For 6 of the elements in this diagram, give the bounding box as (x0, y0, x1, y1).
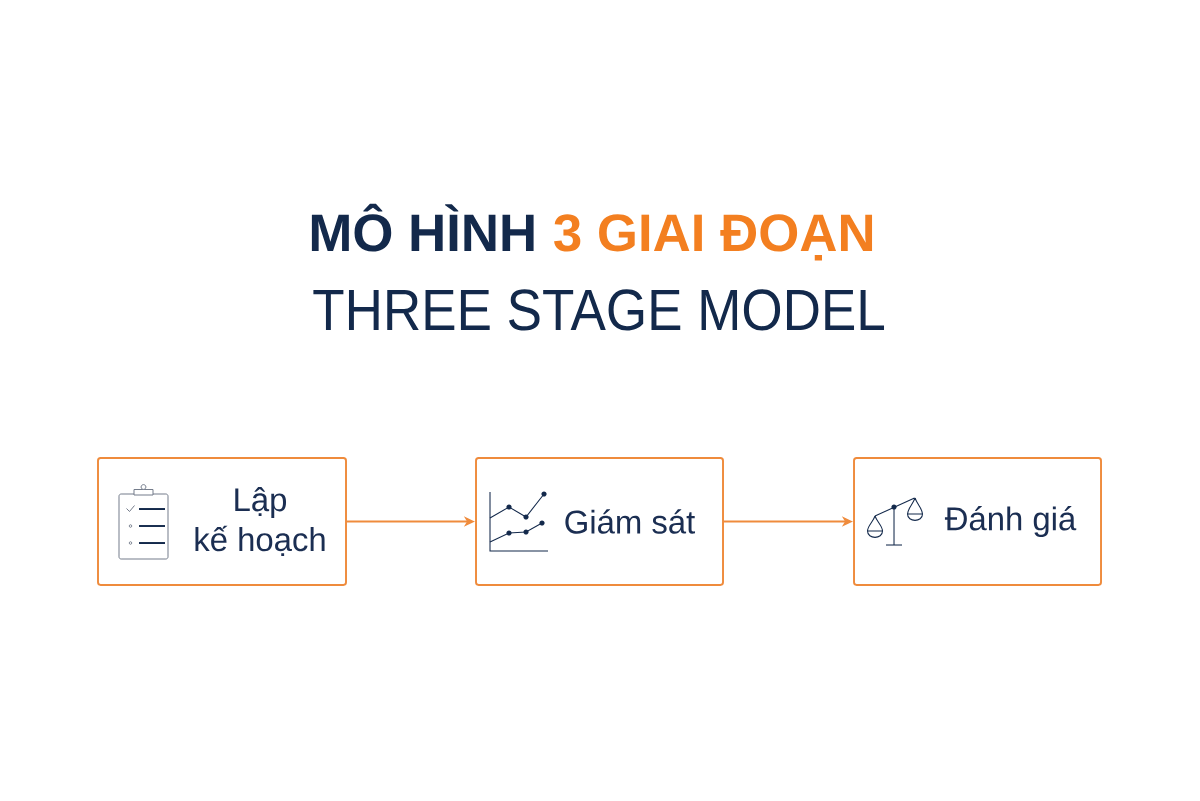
subtitle-text: THREE STAGE MODEL (313, 289, 884, 331)
stage-box: Giám sát (475, 457, 724, 586)
stage-box: Đánh giá (853, 457, 1102, 586)
heading-text: MÔ HÌNH (311, 203, 534, 252)
heading-text: 3 GIAI ĐOẠN (554, 214, 873, 261)
stage-box: Lập kế hoạch (97, 457, 347, 586)
